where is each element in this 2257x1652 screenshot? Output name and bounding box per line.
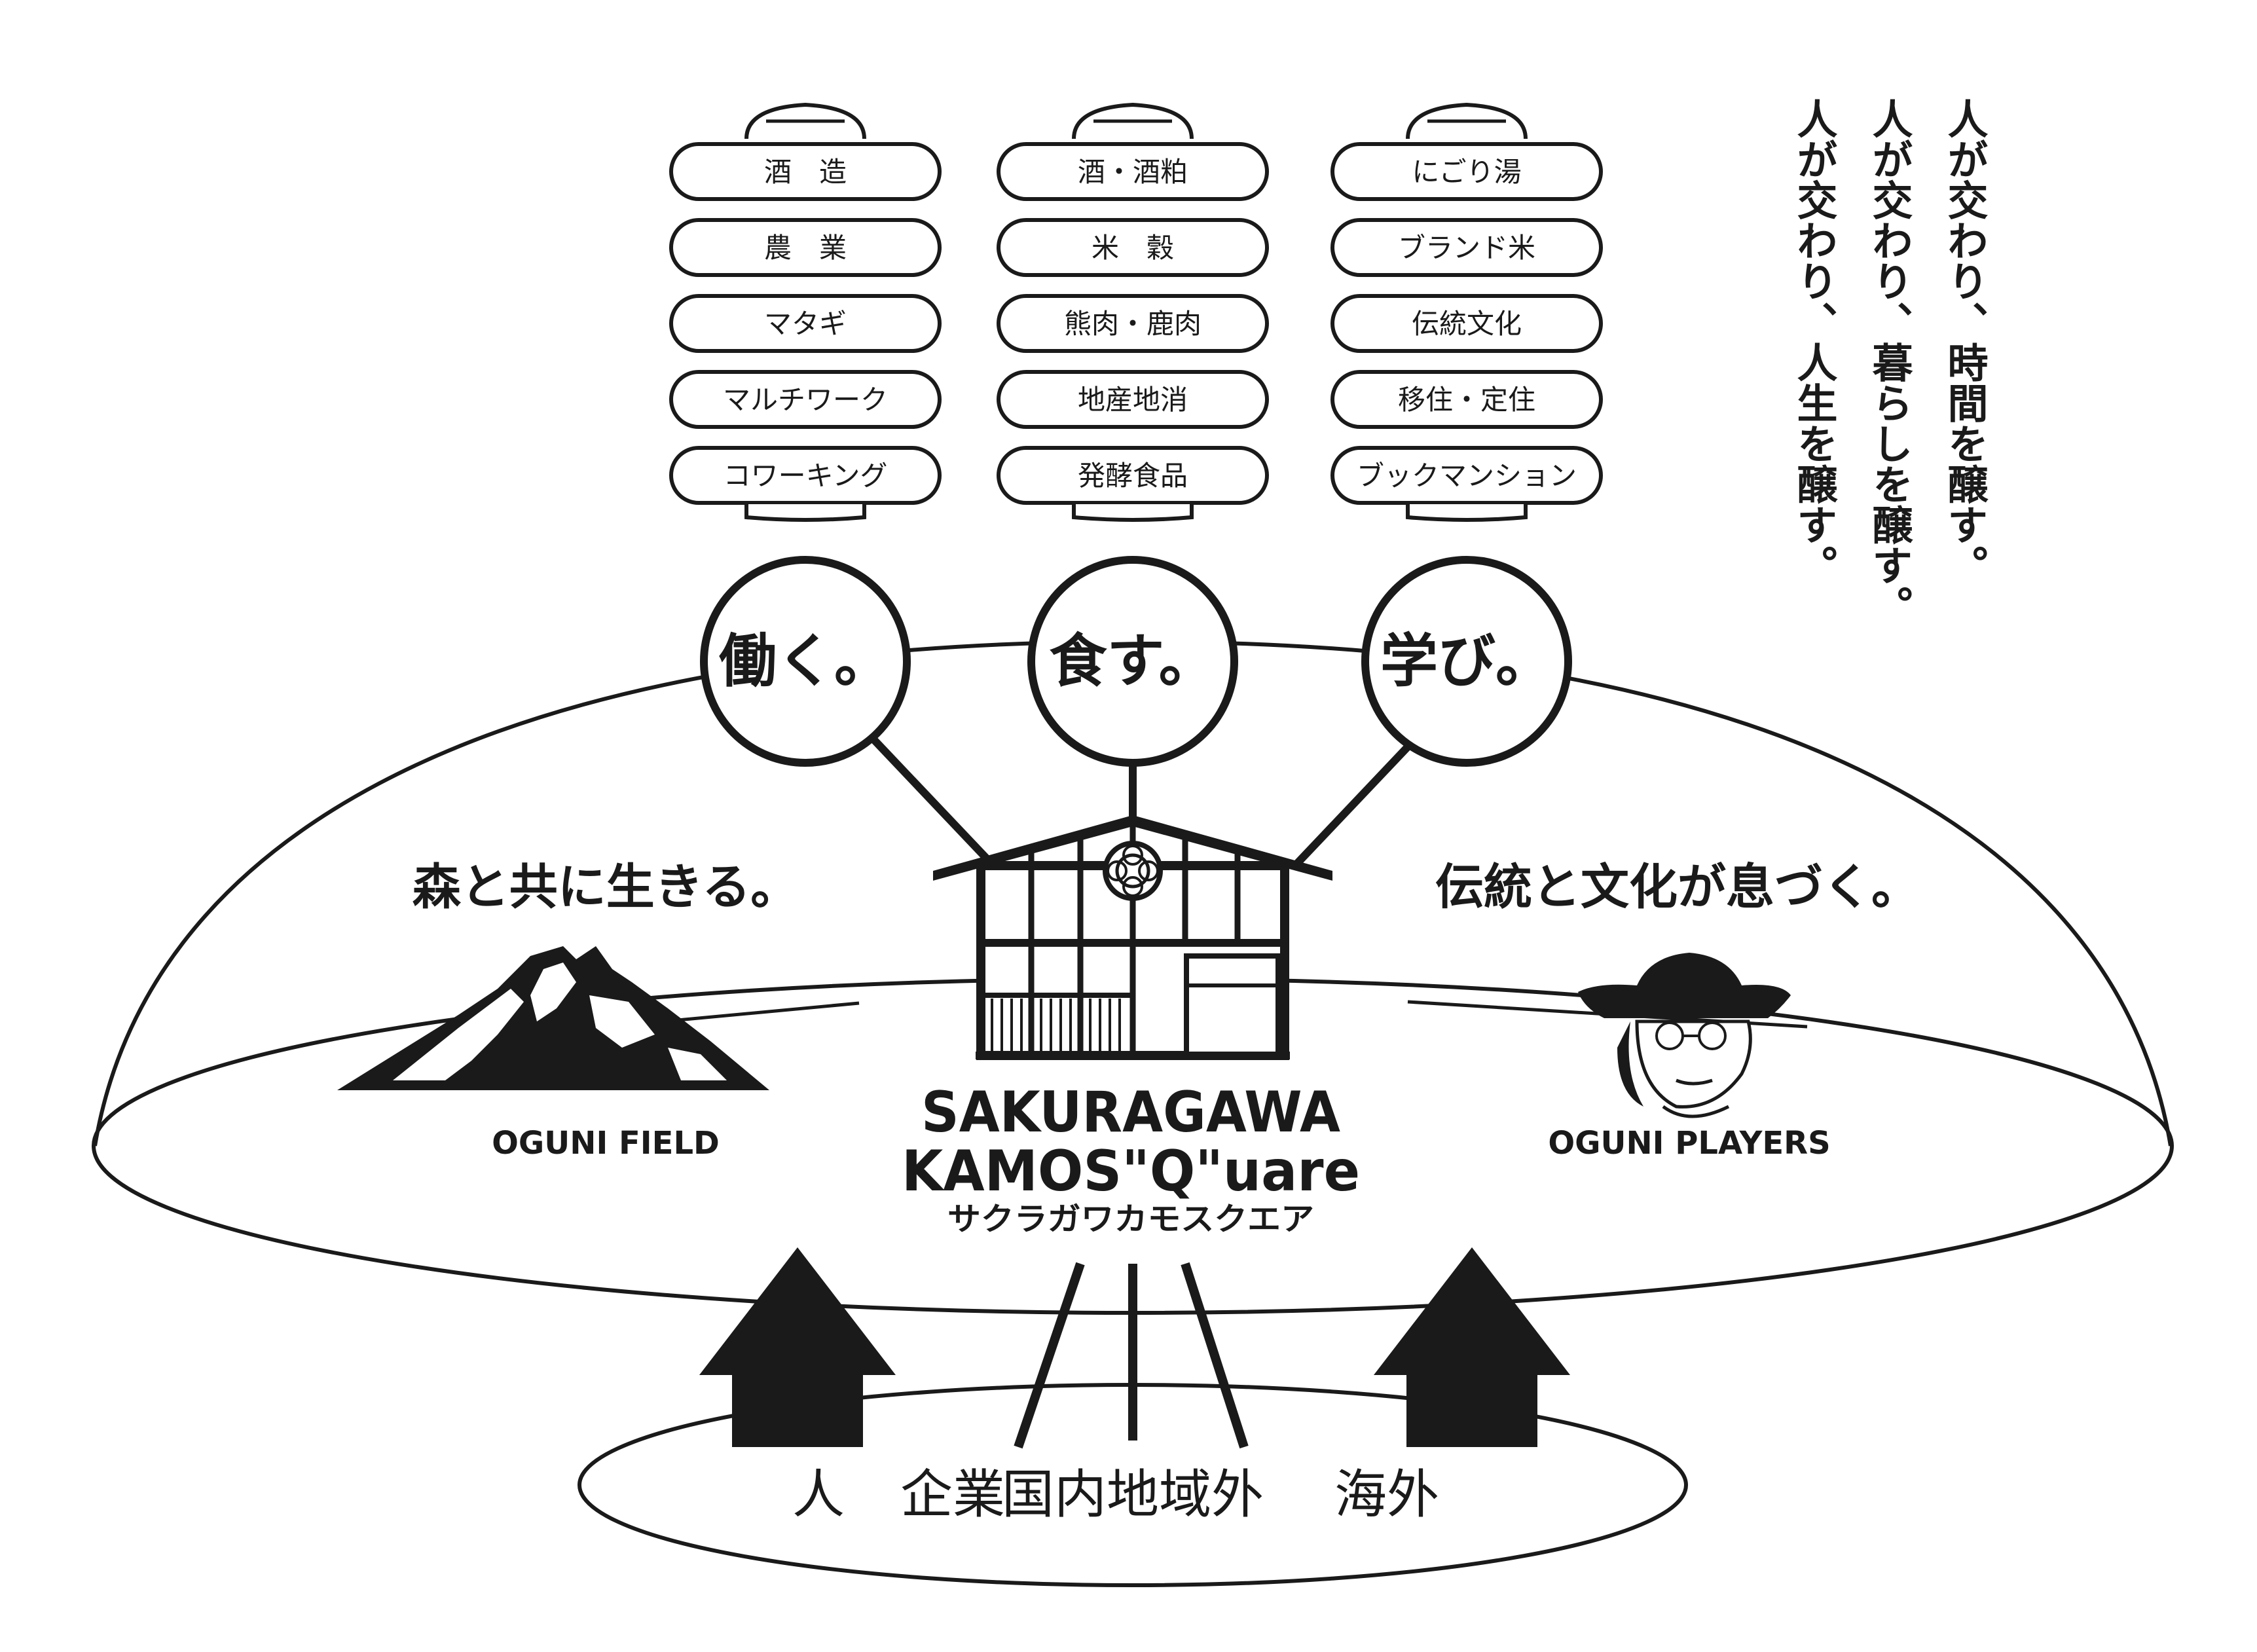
- lantern-pill: [1330, 370, 1603, 429]
- lantern-bottom-cap: [744, 504, 866, 522]
- fence: [991, 999, 1121, 1051]
- circle-outline: [1361, 556, 1572, 767]
- lantern-pill: [997, 370, 1269, 429]
- lantern-label: 酒・酒粕: [1078, 156, 1188, 188]
- circle-outline: [700, 556, 911, 767]
- lantern-pill: [1330, 218, 1603, 277]
- circle-label: 食す。: [1049, 627, 1216, 695]
- up-arrow-icon: [699, 1247, 896, 1447]
- lantern-pill: [669, 142, 942, 201]
- crest-icon: [1103, 841, 1163, 901]
- circle-label: 働く。: [719, 627, 892, 695]
- lantern-pill: [669, 294, 942, 353]
- lantern-pill: [997, 294, 1269, 353]
- logo-line-1: SAKURAGAWA: [921, 1080, 1340, 1145]
- lantern-label: 発酵食品: [1078, 460, 1188, 492]
- logo-line-2: KAMOS"Q"uare: [902, 1139, 1360, 1204]
- bottom-word: 人: [792, 1464, 845, 1525]
- lantern-label: マルチワーク: [723, 384, 888, 416]
- vertical-copy: 人が交わり、時間を醸す。人が交わり、暮らしを醸す。人が交わり、人生を醸す。: [1790, 98, 1989, 626]
- lantern-label: にごり湯: [1412, 156, 1521, 188]
- lantern-label: コワーキング: [724, 460, 888, 492]
- right-label: OGUNI PLAYERS: [1548, 1125, 1830, 1162]
- right-tagline: 伝統と文化が息づく。: [1435, 859, 1920, 915]
- lantern-label: ブックマンション: [1357, 460, 1577, 492]
- lantern-pill: [997, 142, 1269, 201]
- lantern-label: 熊肉・鹿肉: [1064, 308, 1202, 340]
- root-line-1: [1014, 1262, 1085, 1449]
- lantern-bottom-cap: [1072, 504, 1194, 522]
- vertical-copy-line: 人が交わり、人生を醸す。: [1790, 98, 1838, 585]
- category-circle: 食す。: [1027, 556, 1238, 767]
- lantern-pill: [669, 218, 942, 277]
- lantern-label: 移住・定住: [1398, 384, 1535, 416]
- vertical-copy-line: 人が交わり、時間を醸す。: [1941, 98, 1989, 585]
- lantern-label: 米 穀: [1092, 232, 1174, 264]
- category-circles: 働く。 食す。 学び。: [700, 556, 1572, 767]
- lantern-pill: [1330, 294, 1603, 353]
- connector-left: [871, 737, 999, 871]
- connector-right: [1290, 737, 1418, 871]
- lantern-pill: [1330, 142, 1603, 201]
- mountain-icon: [337, 946, 769, 1090]
- logo-kana: サクラガワカモスクエア: [947, 1201, 1314, 1238]
- circle-outline: [1027, 556, 1238, 767]
- lantern-pill: [997, 218, 1269, 277]
- vertical-copy-line: 人が交わり、暮らしを醸す。: [1865, 98, 1913, 626]
- lantern-label: マタギ: [764, 308, 847, 340]
- lantern-label: ブランド米: [1398, 232, 1535, 264]
- bottom-word: 企業: [900, 1464, 1005, 1525]
- person-with-hat-icon: [1578, 953, 1791, 1118]
- bottom-word: 国内地域外: [1002, 1464, 1264, 1525]
- category-circle: 学び。: [1361, 556, 1572, 767]
- circle-label: 学び。: [1380, 627, 1553, 695]
- lantern-bottom-cap: [1406, 504, 1528, 522]
- up-arrow-icon: [1374, 1247, 1570, 1447]
- lantern-label: 農 業: [764, 232, 847, 264]
- bottom-word: 海外: [1334, 1464, 1439, 1525]
- lantern-pill: [997, 446, 1269, 505]
- lantern-label: 伝統文化: [1412, 308, 1522, 340]
- lantern-label: 酒 造: [764, 156, 847, 188]
- lantern-pill: [669, 446, 942, 505]
- lantern-label: 地産地消: [1078, 384, 1188, 416]
- left-tagline: 森と共に生きる。: [413, 859, 799, 915]
- category-circle: 働く。: [700, 556, 911, 767]
- bottom-words: 人企業国内地域外 海外: [792, 1464, 1439, 1525]
- lantern-pill: [1330, 446, 1603, 505]
- lantern-pill: [669, 370, 942, 429]
- shed-building-icon: [933, 815, 1332, 1060]
- left-label: OGUNI FIELD: [492, 1125, 720, 1162]
- root-line-3: [1181, 1262, 1249, 1449]
